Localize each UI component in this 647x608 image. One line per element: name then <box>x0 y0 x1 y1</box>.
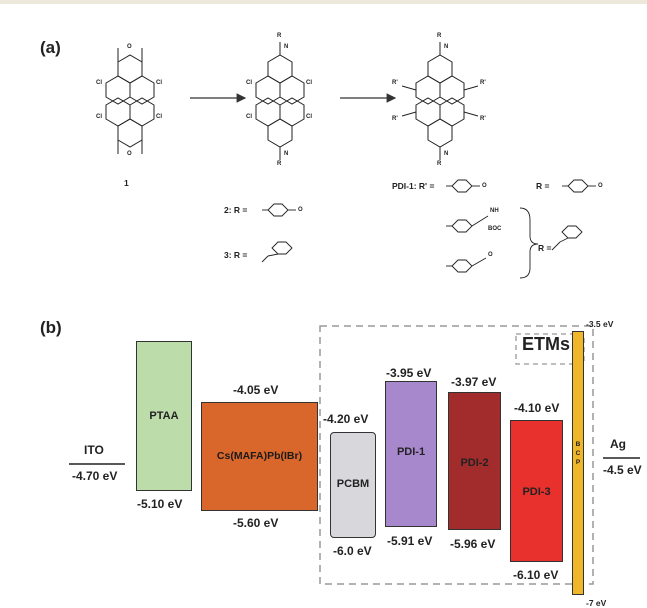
etm-label: ETMs <box>522 334 571 354</box>
pdi2-label: PDI-2 <box>460 457 489 469</box>
perovskite-lumo: -4.05 eV <box>233 383 279 397</box>
pcbm-box <box>330 432 376 538</box>
pdi1-lumo: -3.95 eV <box>386 366 432 380</box>
substituent-sketches <box>261 179 596 279</box>
bcp-box <box>572 331 584 595</box>
atom-cl: Cl <box>246 80 252 86</box>
ito-level: -4.70 eV <box>72 469 118 483</box>
pdi2-label: PDI-2: R' = <box>392 221 435 231</box>
atom-cl: Cl <box>156 114 162 120</box>
pdi3-label: PDI-3 <box>522 486 551 498</box>
atom-cl: Cl <box>96 80 102 86</box>
atom-r-prime: R' <box>480 80 486 86</box>
atom-cl: Cl <box>246 114 252 120</box>
pdi2-box <box>448 392 501 530</box>
atom-r-prime: R' <box>392 116 398 122</box>
atom-r: R <box>277 33 282 39</box>
pdi-structure <box>401 42 479 160</box>
atom-o: O <box>298 207 303 213</box>
perovskite-label: Cs(MAFA)Pb(IBr) <box>216 450 303 462</box>
ptaa-label: PTAA <box>149 410 179 422</box>
pcbm-label: PCBM <box>336 478 370 490</box>
molecule-1-structure <box>105 48 155 154</box>
group-boc: BOC <box>488 226 502 232</box>
pdi2-homo: -5.96 eV <box>450 537 496 551</box>
atom-cl: Cl <box>306 114 312 120</box>
ag-label: Ag <box>610 437 626 451</box>
atom-n: N <box>444 151 449 157</box>
ptaa-homo: -5.10 eV <box>137 497 183 511</box>
r-equals: R = <box>538 243 552 253</box>
pdi1-label: PDI-1: R' = <box>392 181 435 191</box>
atom-n: N <box>444 44 449 50</box>
pdi1-box <box>385 381 437 527</box>
ito-label: ITO <box>84 443 104 457</box>
pdi3-lumo: -4.10 eV <box>514 401 560 415</box>
bcp-label: B C P <box>575 441 581 466</box>
atom-cl: Cl <box>306 80 312 86</box>
pdi3-label: PDI-3: R' = <box>392 261 435 271</box>
bcp-lumo: -3.5 eV <box>586 319 614 329</box>
atom-r-prime: R' <box>480 116 486 122</box>
atom-n: N <box>284 44 289 50</box>
atom-o: O <box>488 252 493 258</box>
atom-r-prime: R' <box>392 80 398 86</box>
atom-o: O <box>482 183 487 189</box>
atom-r: R <box>277 161 282 167</box>
top-divider <box>0 0 647 4</box>
pcbm-homo: -6.0 eV <box>333 544 372 558</box>
molecule-2-structure <box>255 42 305 160</box>
ptaa-box <box>136 341 192 491</box>
ag-level: -4.5 eV <box>603 463 642 477</box>
pdi3-homo: -6.10 eV <box>513 568 559 582</box>
perovskite-homo: -5.60 eV <box>233 516 279 530</box>
pcbm-lumo: -4.20 eV <box>323 412 369 426</box>
perovskite-box <box>201 402 318 511</box>
atom-r: R <box>437 33 442 39</box>
atom-o: O <box>598 183 603 189</box>
atom-r: R <box>437 161 442 167</box>
atom-o: O <box>127 151 132 157</box>
atom-cl: Cl <box>156 80 162 86</box>
compound-1-number: 1 <box>124 178 129 188</box>
panel-b-label: (b) <box>40 318 62 337</box>
panel-a-label: (a) <box>40 38 61 57</box>
pdi1-label: PDI-1 <box>396 446 426 458</box>
compound-2-label: 2: R = <box>224 205 248 215</box>
atom-o: O <box>127 44 132 50</box>
pdi3-box <box>510 420 563 562</box>
atom-n: N <box>284 151 289 157</box>
reaction-scheme <box>105 42 596 279</box>
pdi1-homo: -5.91 eV <box>387 534 433 548</box>
bcp-homo: -7 eV <box>586 598 607 608</box>
atom-cl: Cl <box>96 114 102 120</box>
r-equals: R = <box>536 181 550 191</box>
pdi2-lumo: -3.97 eV <box>451 375 497 389</box>
group-nh: NH <box>490 208 499 214</box>
compound-3-label: 3: R = <box>224 250 248 260</box>
